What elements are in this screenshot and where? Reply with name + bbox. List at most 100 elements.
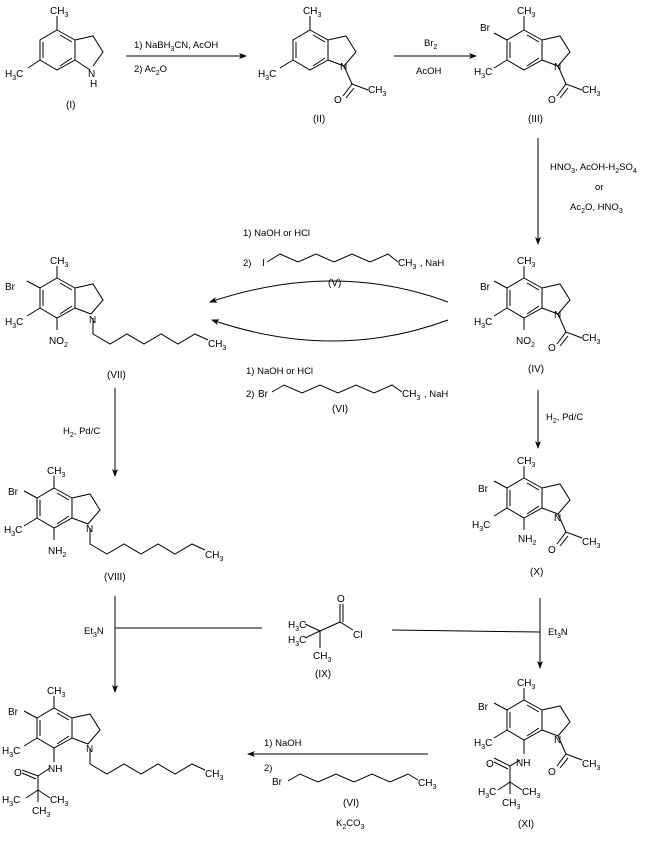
reaction-arrow-r5: H2, Pd/C (63, 388, 118, 477)
label-nh: NH (516, 758, 530, 769)
compound-II: CH3 H3C N O CH3 (II) (258, 6, 386, 125)
reagent-line-right (391, 629, 541, 633)
label-o: O (548, 343, 556, 354)
label-br: Br (478, 702, 489, 713)
label-me6: H3C (4, 525, 22, 538)
compound-id: (IX) (315, 669, 331, 680)
label-me6: H3C (258, 69, 276, 82)
condition-2-lower: 2) (246, 389, 254, 400)
reaction-arrow-r7: Et3N (84, 596, 262, 693)
label-me4: CH3 (50, 256, 68, 269)
label-no2: NO2 (49, 336, 68, 349)
aromatic-bonds (42, 282, 73, 315)
label-ch3: CH3 (208, 339, 226, 352)
condition-1: Br2 (424, 38, 438, 51)
label-ac: CH3 (582, 333, 600, 346)
compound-X: Br CH3 H3C NH2 N O CH3 (X) (472, 456, 600, 578)
label-nh2: NH2 (518, 534, 536, 547)
label-br: Br (480, 23, 491, 34)
label-tbu-me2: CH3 (522, 787, 540, 800)
label-ch3: CH3 (205, 550, 223, 563)
aromatic-bonds (295, 34, 355, 99)
ring-bonds (493, 16, 583, 97)
aromatic-bonds (21, 712, 70, 780)
label-br: Br (480, 282, 491, 293)
compound-id: (V) (328, 278, 341, 289)
compound-final: Br CH3 H3C NH N CH3 O H3C CH3 CH3 (2, 686, 223, 819)
label-br: Br (5, 282, 16, 293)
label-me4: CH3 (517, 6, 535, 19)
compound-VII: Br CH3 H3C NO2 N CH3 (VII) (5, 256, 226, 381)
condition-3-lower: , NaH (424, 389, 448, 400)
condition-1: H2, Pd/C (63, 426, 100, 439)
condition-2: 2) Ac2O (134, 64, 167, 77)
label-tbu-me3: CH3 (32, 806, 50, 819)
label-o: O (337, 594, 345, 605)
label-n: N (89, 315, 96, 326)
label-me6: H3C (5, 317, 23, 330)
compound-I: CH3 H3C N H (I) (5, 6, 104, 111)
compound-id: (VIII) (104, 572, 126, 583)
label-no2: NO2 (516, 336, 535, 349)
label-pivaloyl-o: O (14, 768, 22, 779)
label-ac: CH3 (582, 537, 600, 550)
label-tbu-me2: CH3 (50, 795, 68, 808)
label-pivaloyl-o: O (486, 759, 494, 770)
condition-3: K2CO3 (336, 818, 365, 831)
label-me4: CH3 (517, 456, 535, 469)
condition-1: Et3N (548, 627, 568, 640)
condition-1: 1) NaBH3CN, AcOH (134, 40, 218, 53)
label-n: N (86, 744, 93, 755)
label-tbu-me3: CH3 (502, 798, 520, 811)
label-ch3: CH3 (402, 389, 420, 402)
label-cl: Cl (353, 630, 362, 641)
condition-1-lower: 1) NaOH or HCl (246, 366, 313, 377)
label-nh: NH (48, 764, 62, 775)
label-tbu-me1: H3C (2, 795, 20, 808)
reaction-arrow-r3: HNO3, AcOH-H2SO4 or Ac2O, HNO3 (535, 138, 637, 245)
compound-id: (IV) (528, 364, 544, 375)
condition-1: HNO3, AcOH-H2SO4 (550, 162, 637, 175)
label-me6: H3C (474, 317, 492, 330)
compound-id: (VI) (332, 404, 348, 415)
label-me4: CH3 (47, 686, 65, 699)
condition-3: Ac2O, HNO3 (570, 202, 623, 215)
label-br: Br (478, 484, 489, 495)
label-i: I (262, 258, 265, 269)
curved-arrow-upper (209, 280, 449, 303)
label-me6: H3C (5, 69, 23, 82)
condition-2-upper: 2) (243, 258, 251, 269)
label-o: O (548, 545, 556, 556)
octyl-chain (266, 253, 399, 263)
reaction-arrow-r9: 1) NaOH 2) Br CH3 (VI) K2CO3 (247, 738, 436, 831)
reagent-VI: Br CH3 , NaH (VI) (258, 384, 448, 415)
label-n: N (554, 735, 561, 746)
ring-bonds (493, 688, 583, 794)
condition-1: Et3N (84, 626, 104, 639)
ring-bonds (493, 466, 583, 545)
condition-3-upper: , NaH (420, 258, 444, 269)
label-br: Br (8, 707, 19, 718)
label-h: H (90, 79, 97, 90)
compound-III: Br CH3 H3C N O CH3 (III) (474, 6, 600, 125)
skeleton-bonds (304, 604, 354, 648)
label-n: N (86, 524, 93, 535)
label-n: N (88, 69, 95, 80)
compound-id: (I) (66, 100, 75, 111)
aromatic-bonds (493, 704, 569, 770)
label-me4: CH3 (517, 678, 535, 691)
compound-IV: Br CH3 H3C NO2 N O CH3 (IV) (474, 256, 600, 375)
ring-bonds (23, 476, 206, 555)
reagent-VI-final: Br CH3 (VI) K2CO3 (272, 773, 436, 831)
label-me3: CH3 (313, 651, 331, 664)
ring-bonds (26, 266, 209, 345)
condition-1: H2, Pd/C (546, 412, 583, 425)
condition-1-upper: 1) NaOH or HCl (243, 228, 310, 239)
reaction-arrow-r8: Et3N (391, 598, 568, 669)
condition-1: 1) NaOH (264, 738, 302, 749)
aromatic-bonds (509, 34, 569, 99)
label-me1: H3C (288, 620, 306, 633)
compound-XI: Br CH3 H3C NH N O CH3 O H3C CH3 CH3 (XI) (474, 678, 600, 830)
aromatic-bonds (509, 282, 569, 347)
